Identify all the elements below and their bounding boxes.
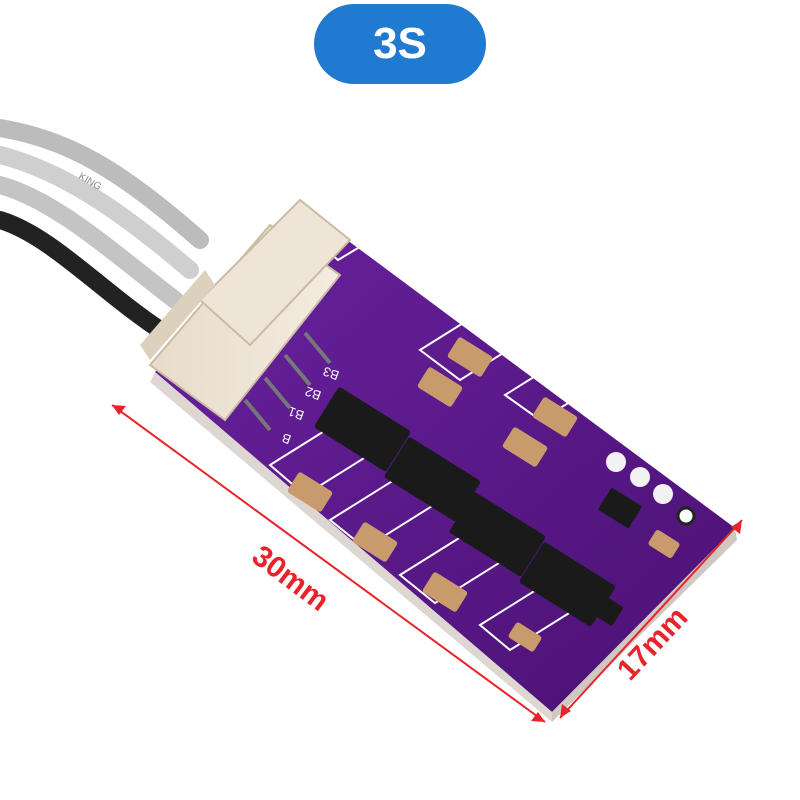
ic-chip (384, 437, 481, 522)
pin-label: B3 (321, 364, 341, 384)
solder-pad (630, 467, 650, 487)
length-dimension-line (111, 404, 546, 723)
ic-chips (314, 387, 642, 627)
arrow-head (531, 712, 545, 722)
solder-pad (676, 506, 696, 526)
arrow-head (560, 704, 571, 718)
width-dimension-line (559, 519, 743, 719)
capacitor (352, 522, 398, 562)
capacitor (648, 530, 680, 558)
ic-chip (314, 387, 411, 472)
arrow-head (112, 405, 126, 415)
solder-pad (606, 452, 626, 472)
pin-label: B2 (303, 384, 323, 404)
pin-label: B1 (286, 404, 306, 424)
wire-bundle: KING (0, 119, 209, 339)
ic-chip (587, 592, 623, 626)
capacitor (508, 622, 542, 652)
jst-connector (140, 198, 352, 432)
pin-labels: B3 B2 B1 B (280, 364, 341, 448)
ic-chip (449, 492, 546, 577)
ic-chip (598, 488, 642, 528)
capacitor (287, 472, 333, 512)
series-badge: 3S (314, 4, 486, 84)
capacitor (422, 572, 468, 612)
capacitors (287, 337, 680, 652)
arrow-head (731, 520, 742, 534)
capacitor (417, 367, 463, 407)
length-label: 30mm (246, 539, 335, 618)
capacitor (447, 337, 493, 377)
pcb-board: B3 B2 B1 B (150, 205, 737, 722)
capacitor (502, 427, 548, 467)
solder-pad (653, 484, 673, 504)
solder-pads (606, 452, 696, 526)
series-badge-label: 3S (373, 19, 427, 68)
capacitor (532, 397, 578, 437)
